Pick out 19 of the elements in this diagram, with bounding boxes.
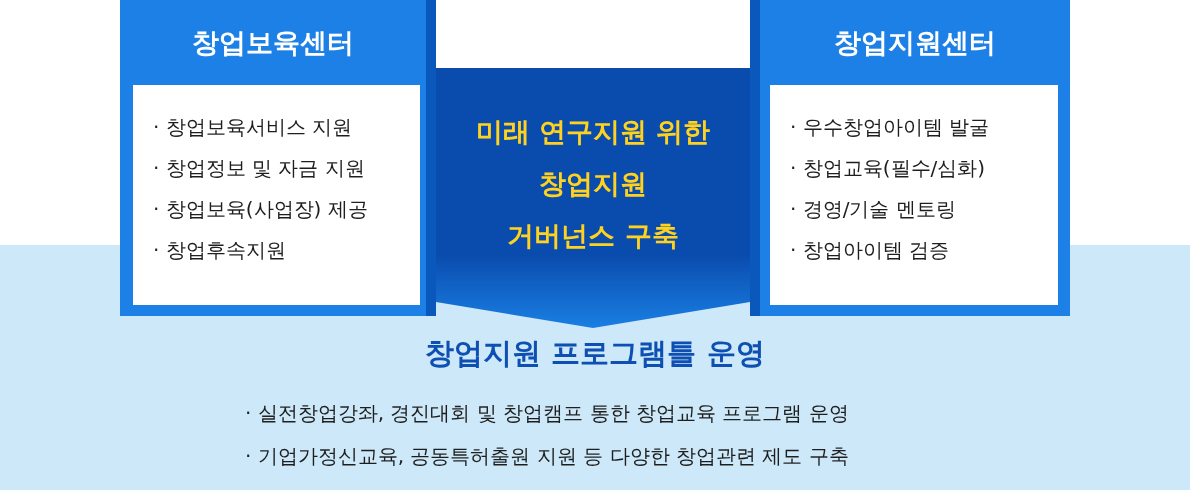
banner-text: 미래 연구지원 위한 창업지원 거버넌스 구축 [474,115,712,253]
list-item: · 기업가정신교육, 공동특허출원 지원 등 다양한 창업관련 제도 구축 [245,444,849,469]
list-item: · 실전창업강좌, 경진대회 및 창업캠프 통한 창업교육 프로그램 운영 [245,401,849,426]
band-title: 창업지원 프로그램틀 운영 [424,335,766,372]
list-item: · 창업후속지원 [153,238,286,263]
info-panel [120,0,436,316]
panel-heading: 창업보육센터 [191,26,355,60]
list-item: · 창업교육(필수/심화) [790,156,986,181]
list-item: · 창업보육(사업장) 제공 [153,197,368,222]
panel-heading: 창업지원센터 [833,26,997,60]
list-item: · 창업보육서비스 지원 [153,115,353,140]
info-panel [750,0,1070,316]
list-item: · 우수창업아이템 발굴 [790,115,990,140]
content-card [133,85,420,305]
content-card [770,85,1058,305]
chevron-banner [436,68,750,328]
list-item: · 창업아이템 검증 [790,238,950,263]
list-item: · 창업정보 및 자금 지원 [153,156,365,181]
list-item: · 경영/기술 멘토링 [790,197,956,222]
